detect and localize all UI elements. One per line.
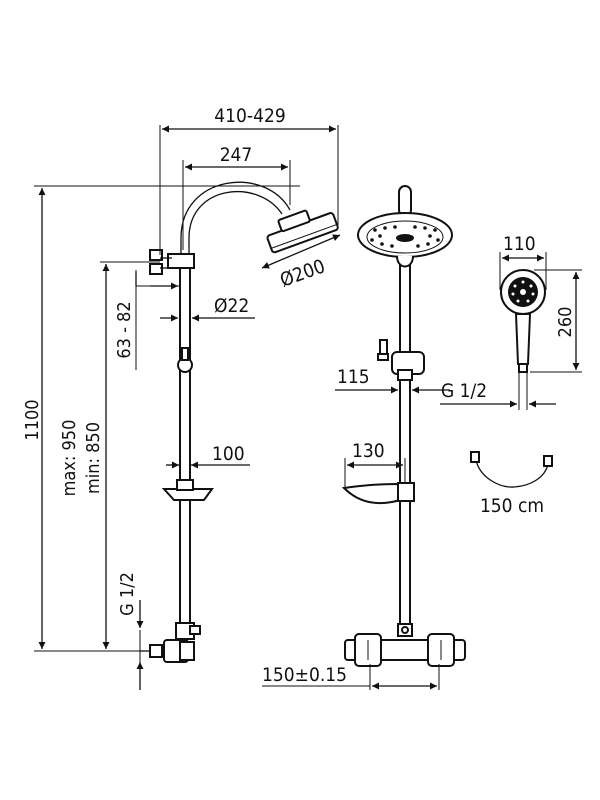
rail-pipe-front xyxy=(399,214,411,626)
dim-hand-shower-length: 260 xyxy=(555,307,576,338)
dim-shelf-depth: 100 xyxy=(212,443,245,465)
dim-overhead-reach: 410-429 xyxy=(214,105,285,127)
dim-slider-width: 115 xyxy=(337,366,370,388)
dim-shelf-width: 130 xyxy=(352,440,385,462)
front-view: 115 130 150±0.15 xyxy=(262,185,466,690)
soap-shelf-front xyxy=(341,482,401,505)
dim-hand-shower-thread: G 1/2 xyxy=(441,380,487,402)
dim-height-max: max: 950 xyxy=(59,420,80,497)
slider-front xyxy=(377,339,425,381)
dim-hand-shower-width: 110 xyxy=(503,233,536,255)
mixer-front xyxy=(344,633,466,667)
dim-total-height: 1100 xyxy=(22,399,43,440)
rain-head-side xyxy=(266,209,339,254)
shower-hose: 150 cm xyxy=(470,451,553,517)
side-view: 410-429 247 Ø200 1100 max: 950 min: 850 … xyxy=(22,105,341,690)
dim-head-diameter: Ø200 xyxy=(277,255,328,291)
dim-inlet-spacing: 150±0.15 xyxy=(262,664,347,686)
overhead-arm-side xyxy=(180,181,291,260)
wall-bracket-top xyxy=(149,249,195,275)
hand-shower-detail: 110 260 G 1/2 xyxy=(440,233,582,410)
mixer-side xyxy=(140,622,201,663)
dim-arm-length: 247 xyxy=(220,144,253,166)
dim-height-min: min: 850 xyxy=(83,422,104,494)
hose-length-label: 150 cm xyxy=(480,495,544,517)
dim-inlet-thread-left: G 1/2 xyxy=(117,572,138,616)
dim-pipe-diameter: Ø22 xyxy=(214,295,249,317)
soap-shelf-side xyxy=(161,488,214,501)
rail-pipe-side xyxy=(179,254,191,634)
rain-head-front xyxy=(357,212,453,268)
dim-wall-offset: 63 - 82 xyxy=(114,301,135,358)
